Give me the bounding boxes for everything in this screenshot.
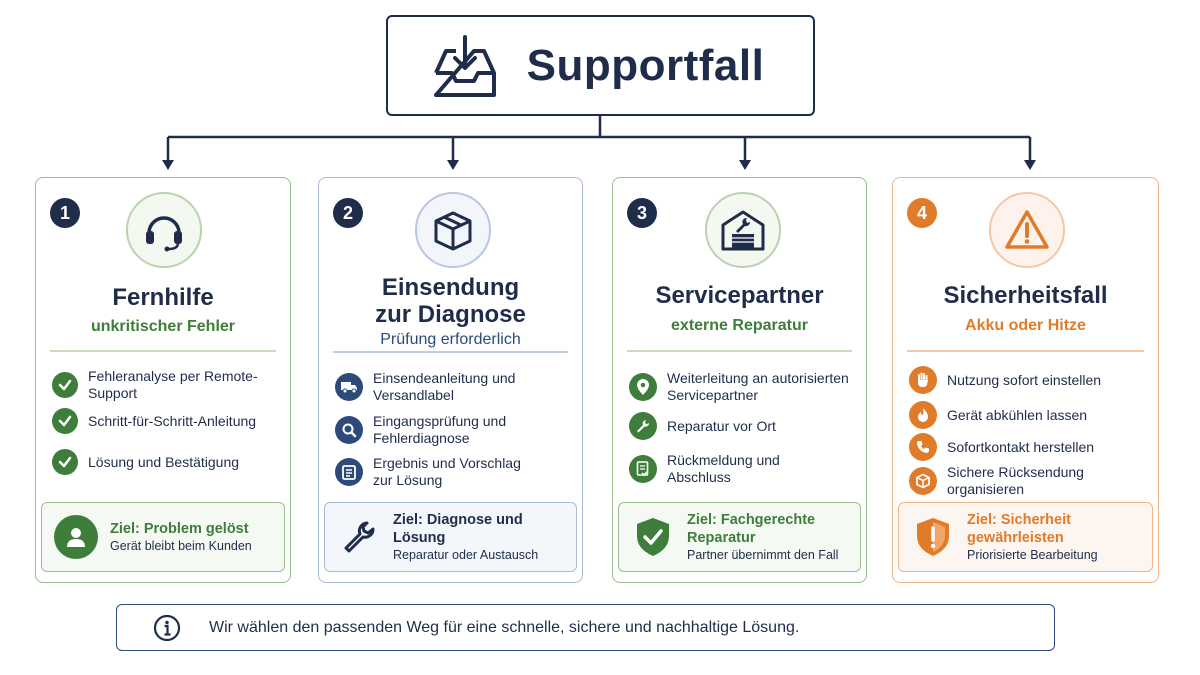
item-text: Fehlerdiagnose [373,430,470,446]
package-icon [415,192,491,268]
list-item: Weiterleitung an autorisierten Servicepa… [629,370,856,404]
list-item: Einsendeanleitung und Versandlabel [335,370,572,404]
item-text: Schritt-für-Schritt-Anleitung [88,412,257,429]
list-item: Ergebnis und Vorschlag zur Lösung [335,455,572,489]
goal-box: Ziel: Problem gelöst Gerät bleibt beim K… [41,502,285,572]
clipboard-icon [335,458,363,486]
root-title: Supportfall [526,40,765,90]
card-divider [627,350,852,352]
card-einsendung: 2 Einsendung zur Diagnose Prüfung erford… [318,177,583,583]
card-subtitle: Akku oder Hitze [965,317,1086,334]
goal-subtitle: Reparatur oder Austausch [393,547,539,562]
item-text: Lösung und Bestätigung [88,453,240,470]
item-text: Servicepartner [667,387,759,403]
goal-box: Ziel: Sicherheit gewährleisten Priorisie… [898,502,1153,572]
card-divider [50,350,276,352]
card-title-line: Servicepartner [655,282,824,309]
list-item: Gerät abkühlen lassen [909,401,1148,429]
item-text: Sofortkontakt herstellen [947,438,1095,455]
info-banner: Wir wählen den passenden Weg für eine sc… [116,604,1055,651]
info-icon [153,614,181,641]
card-number: 4 [907,198,937,228]
item-text: Ergebnis und Vorschlag [373,455,521,471]
item-text: Rückmeldung und [667,452,780,468]
list-item: Schritt-für-Schritt-Anleitung [52,408,280,434]
warning-triangle-icon [989,192,1065,268]
truck-icon [335,373,363,401]
item-text: Weiterleitung an autorisierten [667,370,849,386]
card-title-line: Sicherheitsfall [943,282,1108,309]
garage-wrench-icon [705,192,781,268]
list-item: Reparatur vor Ort [629,412,856,440]
card-servicepartner: 3 Servicepartner externe Reparatur Weite… [612,177,867,583]
card-subtitle: Prüfung erforderlich [380,331,521,348]
item-text: organisieren [947,481,1025,497]
wrench-icon [337,515,381,559]
goal-box: Ziel: Diagnose und Lösung Reparatur oder… [324,502,577,572]
wrench-icon [629,412,657,440]
check-icon [52,408,78,434]
list-item: Sofortkontakt herstellen [909,433,1148,461]
card-title-line: Fernhilfe [112,284,214,311]
card-subtitle: externe Reparatur [671,317,808,334]
phone-icon [909,433,937,461]
item-text: Gerät abkühlen lassen [947,406,1088,423]
check-icon [52,449,78,475]
user-icon [54,515,98,559]
card-title-line: Einsendung [381,274,520,301]
list-item: Rückmeldung und Abschluss [629,452,856,486]
headset-icon [126,192,202,268]
card-title-line: zur Diagnose [375,301,526,328]
card-divider [333,351,568,353]
goal-subtitle: Gerät bleibt beim Kunden [110,538,252,553]
item-text: Reparatur vor Ort [667,417,776,434]
list-item: Sichere Rücksendung organisieren [909,464,1148,498]
card-number: 1 [50,198,80,228]
card-sicherheitsfall: 4 Sicherheitsfall Akku oder Hitze Nutzun… [892,177,1159,583]
item-text: Einsendeanleitung und [373,370,516,386]
item-text: Versandlabel [373,387,454,403]
item-text: Eingangsprüfung und [373,413,507,429]
card-fernhilfe: 1 Fernhilfe unkritischer Fehler Fehleran… [35,177,291,583]
shield-alert-icon [911,515,955,559]
flame-icon [909,401,937,429]
goal-title: Ziel: Fachgerechte Reparatur [687,511,816,546]
magnifier-icon [335,416,363,444]
card-subtitle: unkritischer Fehler [90,318,236,335]
item-text: zur Lösung [373,472,443,488]
card-number: 3 [627,198,657,228]
check-icon [52,372,78,398]
root-node: Supportfall [386,15,815,116]
item-text: Nutzung sofort einstellen [947,371,1102,388]
item-text: Abschluss [667,469,731,485]
shield-check-icon [631,515,675,559]
goal-title: Ziel: Sicherheit gewährleisten [967,511,1071,546]
goal-subtitle: Priorisierte Bearbeitung [967,547,1098,562]
goal-subtitle: Partner übernimmt den Fall [687,547,839,562]
document-check-icon [629,455,657,483]
location-pin-icon [629,373,657,401]
list-item: Nutzung sofort einstellen [909,366,1148,394]
goal-box: Ziel: Fachgerechte Reparatur Partner übe… [618,502,861,572]
info-text: Wir wählen den passenden Weg für eine sc… [209,618,800,636]
list-item: Fehleranalyse per Remote-Support [52,368,280,402]
list-item: Eingangsprüfung und Fehlerdiagnose [335,413,572,447]
list-item: Lösung und Bestätigung [52,449,280,475]
stop-hand-icon [909,366,937,394]
inbox-download-icon [434,35,496,97]
card-number: 2 [333,198,363,228]
goal-title: Ziel: Problem gelöst [110,520,249,537]
item-text: Fehleranalyse per Remote-Support [88,368,258,401]
goal-title: Ziel: Diagnose und Lösung [393,511,523,546]
box-icon [909,467,937,495]
card-divider [907,350,1144,352]
item-text: Sichere Rücksendung [947,464,1084,480]
